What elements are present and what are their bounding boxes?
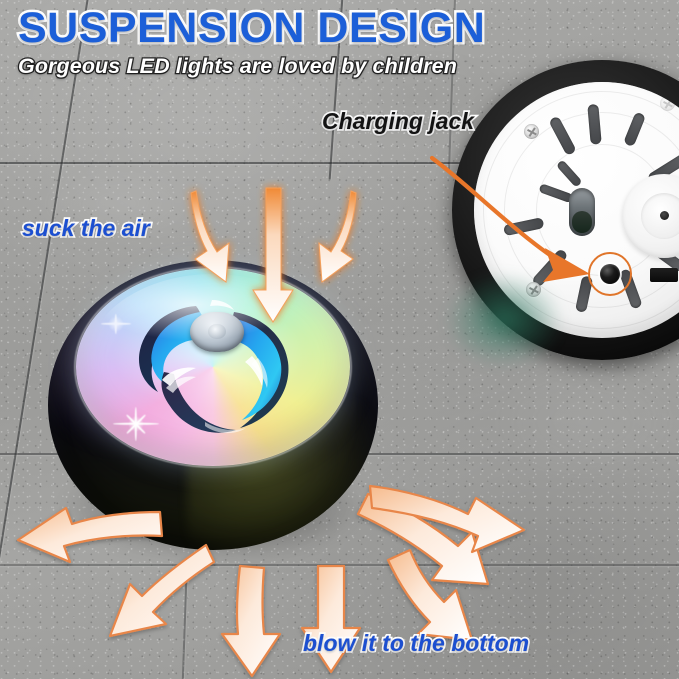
base-green-reflection — [444, 272, 564, 368]
hover-disc-product — [48, 252, 378, 562]
charging-jack-highlight-ring — [588, 252, 632, 296]
black-label-plate — [650, 268, 678, 282]
power-switch[interactable] — [569, 188, 595, 236]
phillips-screw — [660, 96, 675, 111]
center-motor-hub — [190, 312, 244, 352]
swirl-graphic — [138, 300, 289, 434]
grout-line-horizontal-3 — [0, 564, 679, 566]
phillips-screw — [524, 124, 539, 139]
grout-line-horizontal-1 — [0, 162, 679, 164]
base-underside-panel — [444, 60, 679, 368]
motor-center-dot — [660, 211, 669, 220]
